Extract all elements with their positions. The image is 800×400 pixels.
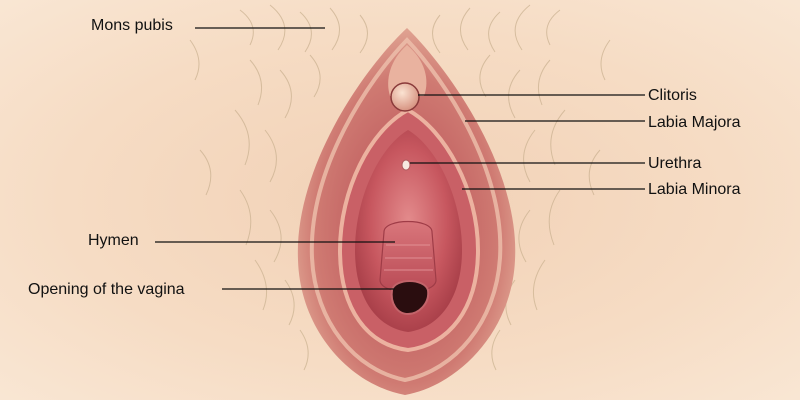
- label-clitoris: Clitoris: [648, 87, 697, 104]
- label-opening-of-the-vagina: Opening of the vagina: [28, 281, 185, 298]
- vaginal-opening-shape: [390, 280, 430, 316]
- clitoral-hood: [388, 45, 427, 96]
- urethra-shape: [401, 159, 411, 171]
- label-urethra: Urethra: [648, 155, 702, 172]
- pubic-hair: [189, 4, 611, 371]
- label-mons-pubis: Mons pubis: [91, 17, 173, 34]
- clitoris-shape: [390, 82, 420, 112]
- label-labia-minora: Labia Minora: [648, 181, 741, 198]
- label-labia-majora: Labia Majora: [648, 114, 741, 131]
- label-hymen: Hymen: [88, 232, 139, 249]
- hymen-shape: [379, 221, 437, 293]
- labia-majora-rim: [309, 37, 503, 383]
- leader-lines: [155, 27, 645, 290]
